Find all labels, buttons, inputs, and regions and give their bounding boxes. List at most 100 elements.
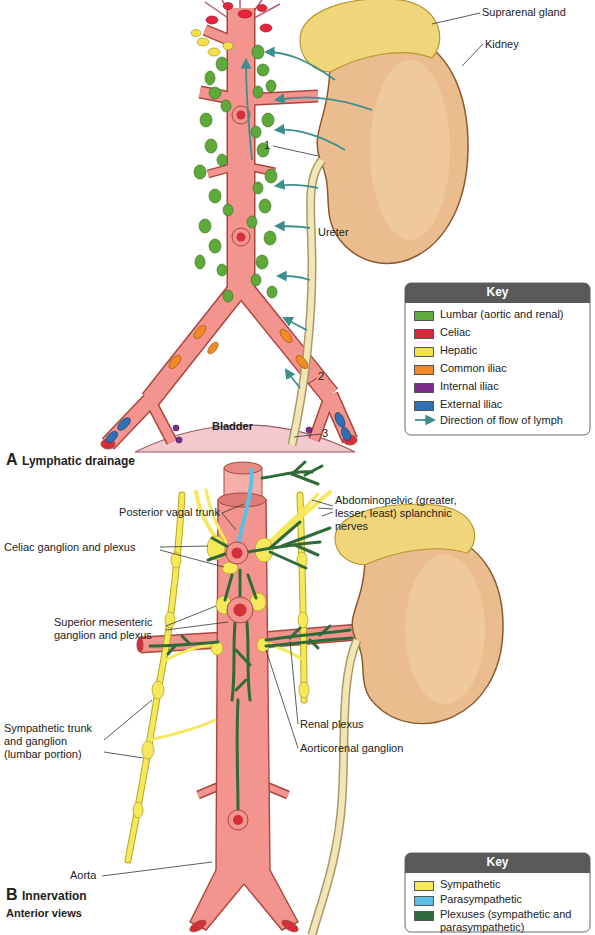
leader-line xyxy=(432,13,480,24)
common-iliac-lymph-node xyxy=(278,327,294,344)
panel-title: Lymphatic drainage xyxy=(22,455,182,468)
lumbar-lymph-node xyxy=(251,274,261,286)
ureter xyxy=(292,160,322,445)
lumbar-lymph-node xyxy=(253,182,263,194)
leader-line xyxy=(290,641,298,724)
lumbar-lymph-node xyxy=(194,45,277,302)
artery xyxy=(241,285,330,395)
legend-box xyxy=(405,853,590,932)
nerve-plexus xyxy=(212,538,230,548)
artery-outline xyxy=(150,400,172,442)
internal-iliac-lymph-node xyxy=(173,425,179,431)
part-label: Superior mesenteric ganglion and plexus xyxy=(54,616,168,642)
lumbar-lymph-node xyxy=(256,255,268,269)
artery-stump xyxy=(227,597,253,623)
lumbar-lymph-node xyxy=(205,139,217,153)
part-label: Aorta xyxy=(70,869,110,882)
artery-stump xyxy=(232,548,243,559)
hepatic-lymph-node xyxy=(197,38,209,46)
legend-text: Hepatic xyxy=(440,344,580,357)
nerve-plexus xyxy=(292,462,305,474)
external-iliac-lymph-node xyxy=(104,429,120,445)
lumbar-lymph-node xyxy=(262,113,274,127)
leader-line xyxy=(318,508,333,509)
lumbar-lymph-node xyxy=(257,64,269,76)
lymph-flow-arrow xyxy=(246,60,252,160)
ganglion xyxy=(133,802,143,818)
kidney xyxy=(405,555,485,704)
sympathetic-nerve xyxy=(300,495,304,700)
nerve-plexus xyxy=(232,615,236,700)
nerve-plexus xyxy=(282,528,330,546)
legend-swatch xyxy=(414,383,434,393)
nerve-plexus xyxy=(236,700,240,810)
common-iliac-lymph-node xyxy=(206,340,220,355)
panel-letter: B xyxy=(6,886,22,904)
artery xyxy=(150,400,172,442)
artery-stump xyxy=(237,111,246,120)
leader-line xyxy=(322,512,333,516)
legend-text: Lumbar (aortic and renal) xyxy=(440,308,580,321)
artery-stump xyxy=(237,233,246,242)
artery-stump xyxy=(232,228,250,246)
leader-line xyxy=(294,434,321,437)
panel-letter: A xyxy=(6,451,22,469)
leader-line xyxy=(166,606,216,626)
aorta xyxy=(280,918,300,934)
legend-box xyxy=(405,283,590,435)
legend-box xyxy=(405,283,590,303)
artery-outline xyxy=(150,285,241,400)
nerve-plexus xyxy=(305,466,322,475)
nerve-plexus xyxy=(239,570,242,600)
nerve-plexus xyxy=(295,545,318,555)
ureter xyxy=(292,160,322,445)
nerve-plexus xyxy=(225,575,232,600)
ureter xyxy=(312,640,357,935)
legend-box xyxy=(405,853,590,932)
part-label: Bladder xyxy=(212,420,272,433)
leader-line xyxy=(104,752,143,758)
part-label: Sympathetic trunk and ganglion (lumbar p… xyxy=(4,722,106,761)
lumbar-lymph-node xyxy=(223,204,233,216)
vagal-trunk xyxy=(238,468,252,548)
lumbar-lymph-node xyxy=(205,71,215,85)
ganglion xyxy=(142,741,154,759)
leader-line xyxy=(308,378,317,384)
artery xyxy=(108,8,350,444)
lumbar-lymph-node xyxy=(266,80,276,92)
leader-line xyxy=(160,550,224,567)
artery-outline xyxy=(108,8,350,444)
celiac-lymph-node xyxy=(206,16,218,24)
lumbar-lymph-node xyxy=(209,189,221,203)
leader-line xyxy=(266,650,298,748)
lumbar-lymph-node xyxy=(264,231,276,245)
lumbar-lymph-node xyxy=(216,57,228,71)
aorta xyxy=(137,493,300,934)
lumbar-lymph-node xyxy=(209,87,221,99)
callout-number: 2 xyxy=(318,370,332,383)
lymph-flow-arrow xyxy=(286,370,300,388)
artery xyxy=(228,8,254,292)
lumbar-lymph-node xyxy=(217,154,227,166)
artery xyxy=(205,30,241,45)
artery-stump xyxy=(234,604,247,617)
leader-line xyxy=(102,500,333,876)
legend-arrow-sample xyxy=(415,419,434,421)
ureter xyxy=(312,640,357,935)
diaphragm-crura xyxy=(254,4,280,18)
nerve-plexus xyxy=(248,575,256,598)
leader-line xyxy=(222,504,244,513)
panel-subtitle: Anterior views xyxy=(6,907,166,920)
legend-text: Common iliac xyxy=(440,362,580,375)
nerve-plexus xyxy=(236,650,250,665)
lumbar-lymph-node xyxy=(267,286,277,298)
artery-outline xyxy=(241,285,330,395)
lumbar-lymph-node xyxy=(253,86,263,98)
part-label: Abdominopelvic (greater, lesser, least) … xyxy=(335,494,465,533)
legend-box xyxy=(405,283,590,435)
panel-title: Innervation xyxy=(22,890,182,903)
legend-arrow-sample xyxy=(415,420,434,421)
common-iliac-lymph-node xyxy=(167,323,310,370)
lumbar-lymph-node xyxy=(200,113,212,127)
